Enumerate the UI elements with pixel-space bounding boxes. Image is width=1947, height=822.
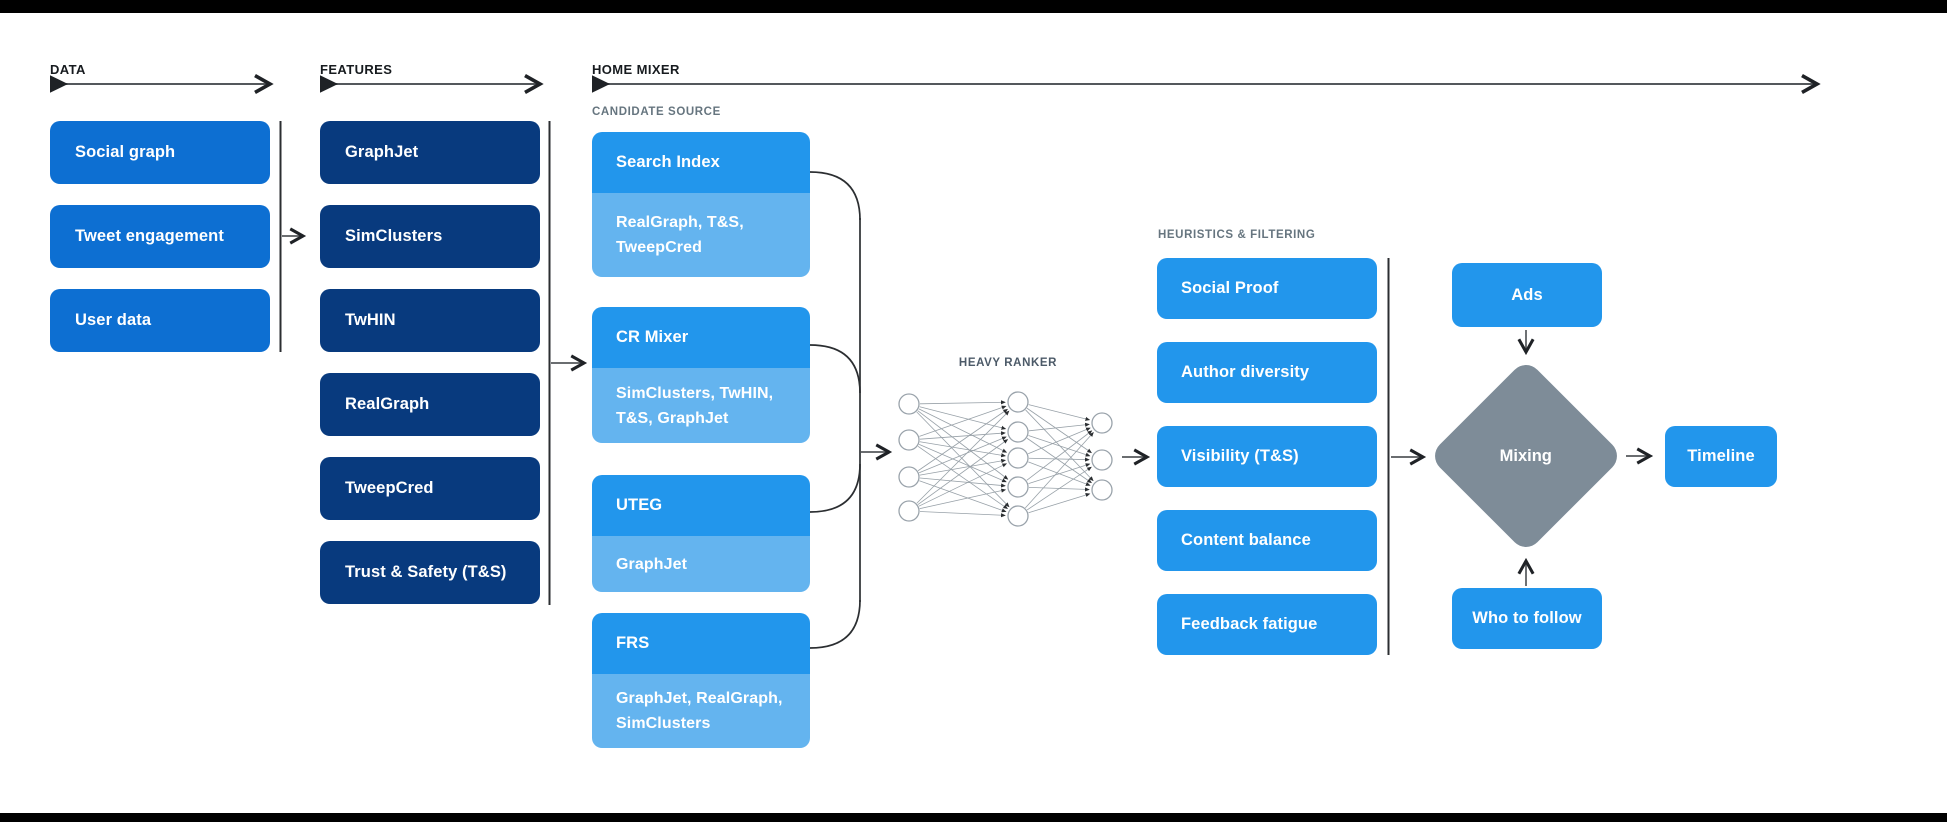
heuristics-box-feedback-fatigue: Feedback fatigue [1157, 594, 1377, 655]
bottom-black-bar [0, 813, 1947, 822]
data-box-social-graph: Social graph [50, 121, 270, 184]
neuron-node [898, 429, 920, 451]
search-index-curve [809, 171, 861, 221]
candidate-sub-search-index: RealGraph, T&S, TweepCred [592, 193, 810, 277]
neuron-node [1007, 421, 1029, 443]
features-box-tweepcred: TweepCred [320, 457, 540, 520]
features-box-trust-safety: Trust & Safety (T&S) [320, 541, 540, 604]
neuron-node [1091, 479, 1113, 501]
candidate-sub-uteg: GraphJet [592, 536, 810, 592]
candidate-header-cr-mixer: CR Mixer [592, 307, 810, 368]
data-box-tweet-engagement: Tweet engagement [50, 205, 270, 268]
neuron-node [898, 500, 920, 522]
neuron-node [898, 393, 920, 415]
top-black-bar [0, 0, 1947, 13]
candidate-header-frs: FRS [592, 613, 810, 674]
heuristics-box-visibility: Visibility (T&S) [1157, 426, 1377, 487]
mixing-diamond-label: Mixing [1499, 446, 1553, 465]
candidate-source-label: CANDIDATE SOURCE [592, 106, 721, 118]
candidate-sub-frs: GraphJet, RealGraph, SimClusters [592, 674, 810, 748]
features-box-simclusters: SimClusters [320, 205, 540, 268]
candidate-header-search-index: Search Index [592, 132, 810, 193]
neuron-node [1007, 391, 1029, 413]
features-box-realgraph: RealGraph [320, 373, 540, 436]
data-box-user-data: User data [50, 289, 270, 352]
heuristics-box-content-balance: Content balance [1157, 510, 1377, 571]
neuron-node [1007, 505, 1029, 527]
home-mixer-section-label: HOME MIXER [592, 62, 680, 77]
neural-network-nodes [898, 391, 1113, 527]
neuron-node [1091, 449, 1113, 471]
heavy-ranker-label: HEAVY RANKER [958, 357, 1058, 369]
heuristics-box-author-diversity: Author diversity [1157, 342, 1377, 403]
features-section-label: FEATURES [320, 62, 393, 77]
uteg-curve [809, 463, 861, 513]
ads-box: Ads [1452, 263, 1602, 327]
features-box-graphjet: GraphJet [320, 121, 540, 184]
cr-mixer-curve [809, 344, 861, 394]
candidate-sub-cr-mixer: SimClusters, TwHIN, T&S, GraphJet [592, 368, 810, 443]
heuristics-filtering-label: HEURISTICS & FILTERING [1158, 229, 1316, 241]
data-section-label: DATA [50, 62, 86, 77]
neuron-node [1091, 412, 1113, 434]
mixing-diamond: Mixing [1428, 358, 1624, 554]
candidate-header-uteg: UTEG [592, 475, 810, 536]
timeline-box: Timeline [1665, 426, 1777, 487]
candidate-group-frs: FRS GraphJet, RealGraph, SimClusters [592, 613, 810, 748]
candidate-group-search-index: Search Index RealGraph, T&S, TweepCred [592, 132, 810, 277]
features-box-twhin: TwHIN [320, 289, 540, 352]
candidate-collector-curves [809, 171, 861, 649]
neuron-node [1007, 447, 1029, 469]
neural-network-edges [916, 400, 1094, 518]
who-to-follow-box: Who to follow [1452, 588, 1602, 649]
candidate-group-uteg: UTEG GraphJet [592, 475, 810, 592]
frs-curve [809, 599, 861, 649]
neuron-node [898, 466, 920, 488]
candidate-group-cr-mixer: CR Mixer SimClusters, TwHIN, T&S, GraphJ… [592, 307, 810, 443]
heuristics-box-social-proof: Social Proof [1157, 258, 1377, 319]
neuron-node [1007, 476, 1029, 498]
